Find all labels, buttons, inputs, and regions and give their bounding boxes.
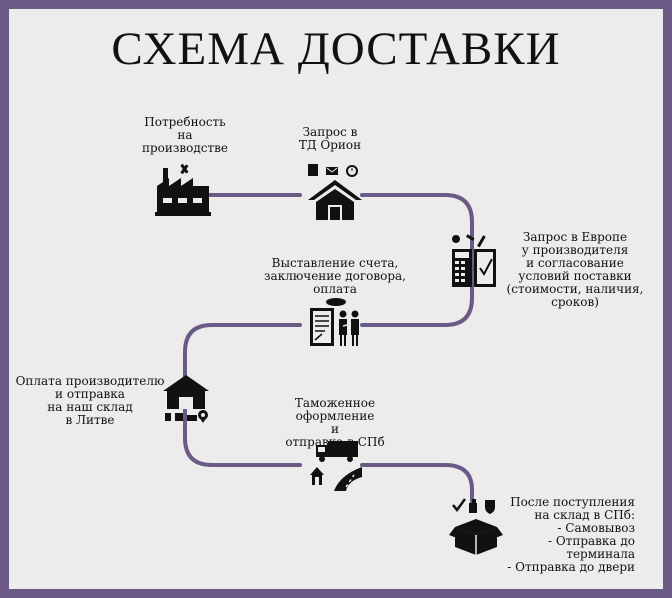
warehouse-icon bbox=[163, 375, 209, 423]
calculator-checklist-icon bbox=[452, 234, 496, 287]
step-2-label: Запрос в ТД Орион bbox=[298, 125, 362, 152]
house-request-icon bbox=[308, 164, 362, 220]
step-4-label: Выставление счета, заключение договора, … bbox=[264, 256, 406, 296]
contract-payment-icon bbox=[310, 298, 359, 346]
step-1-label: Потребность на производстве bbox=[141, 115, 229, 155]
step-7-label: После поступления на склад в СПб: - Само… bbox=[507, 495, 635, 574]
step-5-label: Оплата производителю и отправка на наш с… bbox=[15, 374, 165, 427]
factory-icon bbox=[155, 163, 211, 216]
page-title: СХЕМА ДОСТАВКИ bbox=[111, 23, 561, 75]
truck-road-icon bbox=[310, 441, 362, 491]
open-box-icon bbox=[449, 498, 503, 555]
step-3-label: Запрос в Европе у производителя и соглас… bbox=[506, 230, 644, 309]
